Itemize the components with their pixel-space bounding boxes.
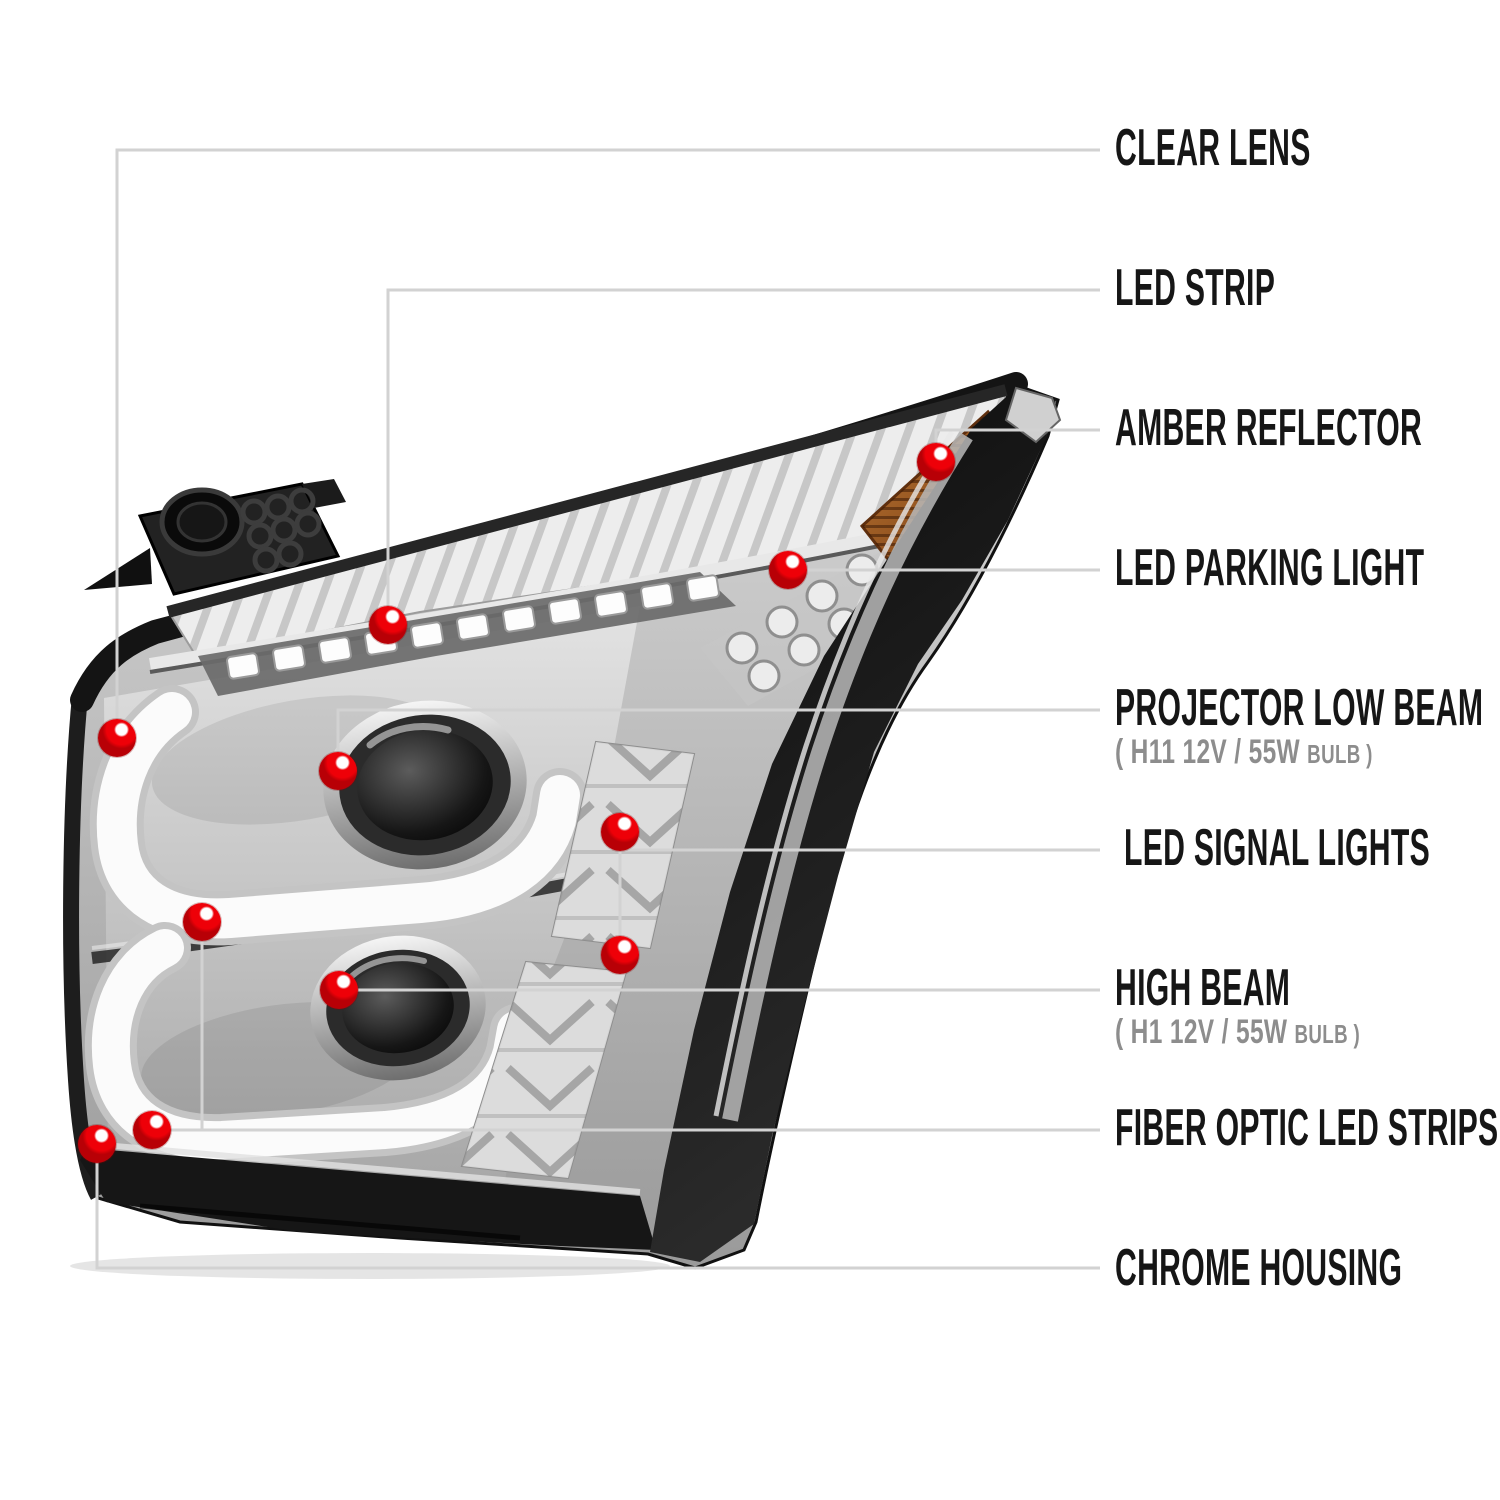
callout-sublabel-high-beam: ( H1 12V / 55W BULB ) bbox=[1115, 1012, 1360, 1054]
marker-dot-high-beam bbox=[320, 971, 358, 1009]
callout-high-beam: HIGH BEAM( H1 12V / 55W BULB ) bbox=[1115, 960, 1455, 1054]
marker-dot-clear-lens bbox=[98, 719, 136, 757]
marker-dot-led-parking-light bbox=[769, 551, 807, 589]
callout-label-projector-low-beam: PROJECTOR LOW BEAM bbox=[1115, 679, 1484, 737]
callout-led-strip: LED STRIP bbox=[1115, 260, 1391, 316]
marker-dot-amber-reflector bbox=[917, 443, 955, 481]
fiber-optic-tube-upper bbox=[89, 685, 587, 946]
callout-label-led-strip: LED STRIP bbox=[1115, 259, 1276, 317]
callout-label-high-beam: HIGH BEAM bbox=[1115, 959, 1291, 1017]
marker-dot-led-signal-lights bbox=[601, 813, 639, 851]
callout-label-led-parking-light: LED PARKING LIGHT bbox=[1115, 539, 1425, 597]
callout-projector-low-beam: PROJECTOR LOW BEAM( H11 12V / 55W BULB ) bbox=[1115, 680, 1500, 774]
marker-dot-led-signal-lights bbox=[601, 936, 639, 974]
bulb-spec-small-text: BULB ) bbox=[1294, 1019, 1361, 1049]
bulb-spec-small-text: BULB ) bbox=[1307, 739, 1373, 769]
bulb-spec-text: ( H1 12V / 55W bbox=[1115, 1013, 1288, 1051]
high-beam-lens bbox=[310, 935, 486, 1081]
marker-dot-fiber-optic-led-strips bbox=[133, 1111, 171, 1149]
marker-dot-projector-low-beam bbox=[319, 752, 357, 790]
callout-clear-lens: CLEAR LENS bbox=[1115, 120, 1452, 176]
callout-label-clear-lens: CLEAR LENS bbox=[1115, 119, 1311, 177]
callout-fiber-optic-led-strips: FIBER OPTIC LED STRIPS bbox=[1115, 1100, 1500, 1156]
callout-led-signal-lights: LED SIGNAL LIGHTS bbox=[1124, 820, 1500, 876]
callout-chrome-housing: CHROME HOUSING bbox=[1115, 1240, 1500, 1296]
ground-shadow bbox=[70, 1253, 670, 1279]
callout-sublabel-projector-low-beam: ( H11 12V / 55W BULB ) bbox=[1115, 732, 1500, 774]
marker-dot-fiber-optic-led-strips bbox=[183, 903, 221, 941]
callout-label-fiber-optic-led-strips: FIBER OPTIC LED STRIPS bbox=[1115, 1099, 1499, 1157]
bulb-spec-text: ( H11 12V / 55W bbox=[1115, 733, 1301, 771]
callout-led-parking-light: LED PARKING LIGHT bbox=[1115, 540, 1500, 596]
marker-dot-led-strip bbox=[369, 606, 407, 644]
callout-label-chrome-housing: CHROME HOUSING bbox=[1115, 1239, 1403, 1297]
callout-label-amber-reflector: AMBER REFLECTOR bbox=[1115, 399, 1423, 457]
callout-label-led-signal-lights: LED SIGNAL LIGHTS bbox=[1124, 819, 1430, 877]
callout-amber-reflector: AMBER REFLECTOR bbox=[1115, 400, 1500, 456]
marker-dot-chrome-housing bbox=[78, 1125, 116, 1163]
